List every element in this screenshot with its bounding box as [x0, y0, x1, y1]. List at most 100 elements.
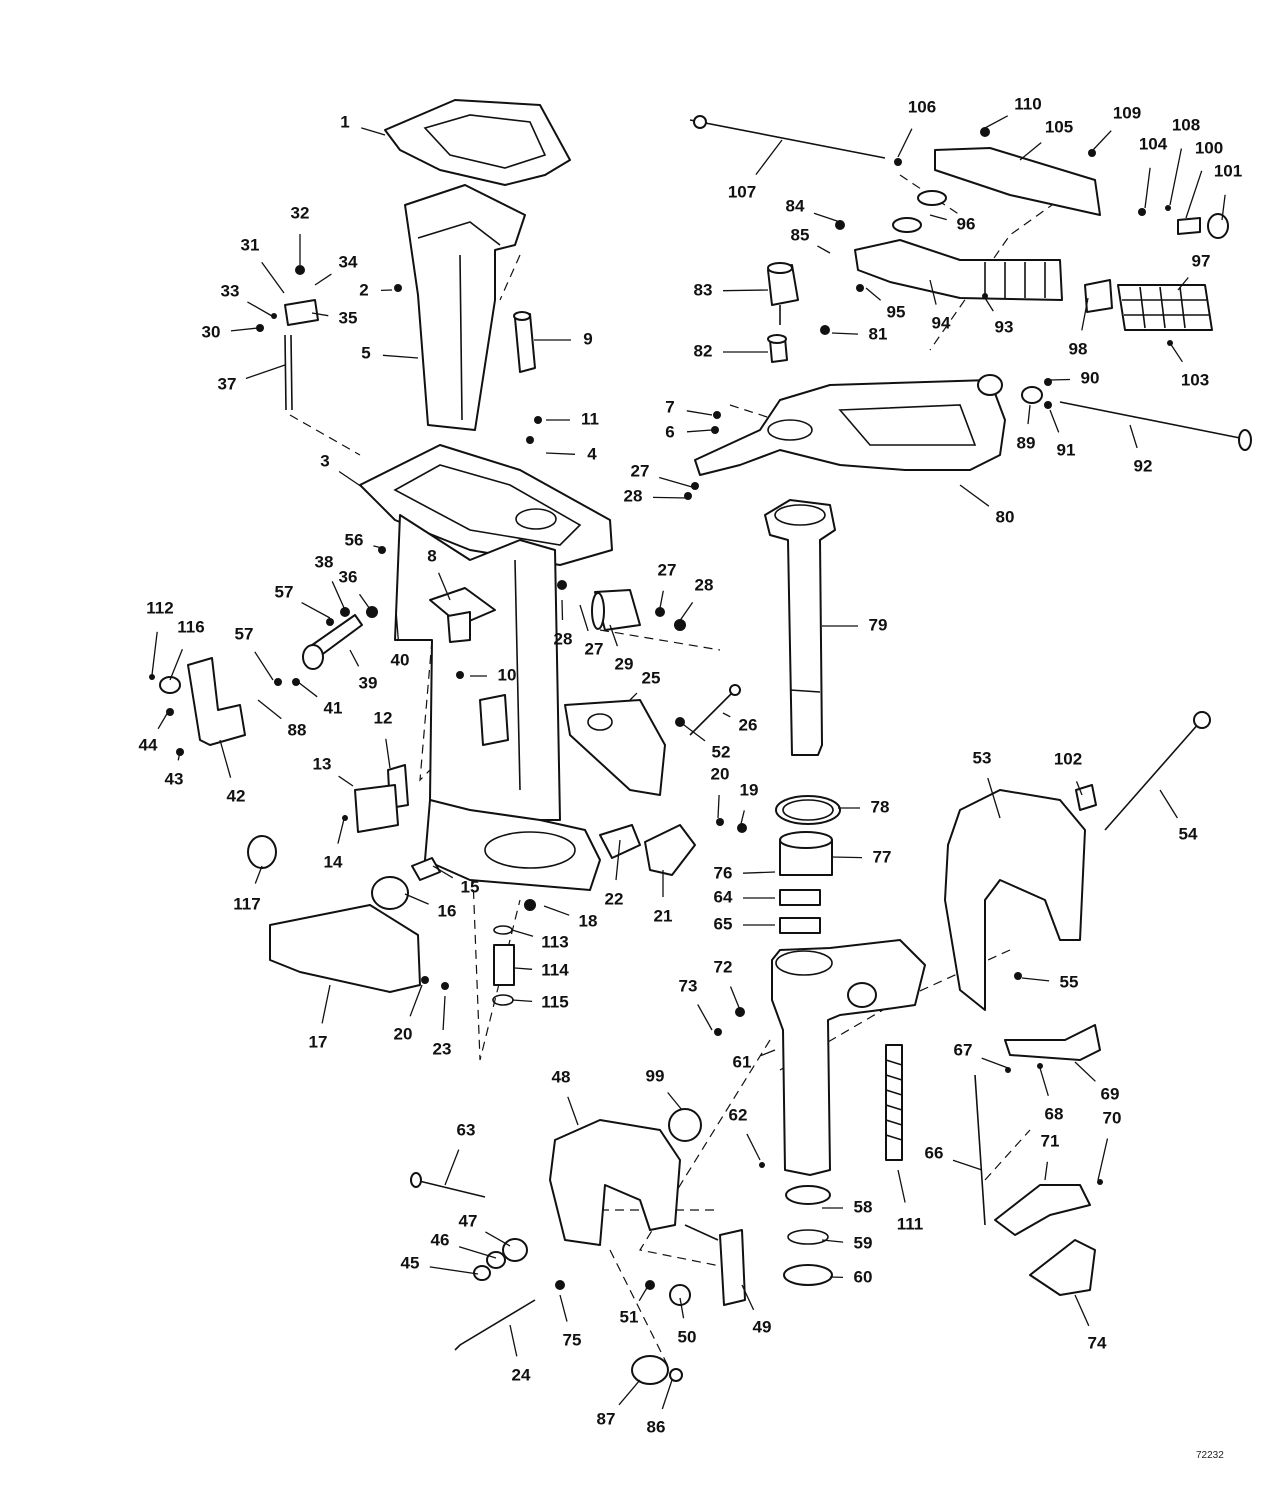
leader-63 — [444, 1149, 460, 1186]
part-50-86-87-hardware — [631, 1284, 691, 1385]
callout-57: 57 — [275, 582, 294, 601]
callout-103: 103 — [1181, 370, 1209, 389]
leader-26 — [722, 712, 731, 718]
leader-57 — [254, 651, 274, 681]
leader-33 — [247, 301, 273, 317]
leader-17 — [321, 984, 331, 1024]
callout-54: 54 — [1179, 824, 1198, 843]
part-116-knob — [159, 676, 181, 694]
leader-28 — [652, 496, 689, 499]
callout-leader-lines — [151, 115, 1226, 1410]
leader-55 — [1021, 977, 1050, 982]
callout-44: 44 — [139, 735, 158, 754]
callout-55: 55 — [1060, 972, 1079, 991]
part-25-bracket — [564, 699, 666, 796]
part-17-plate — [269, 904, 421, 993]
leader-28 — [678, 602, 694, 623]
callout-77: 77 — [873, 847, 892, 866]
leader-102 — [1075, 781, 1083, 796]
part-26-bolt — [689, 684, 741, 736]
part-89-92-friction-rod — [1021, 386, 1252, 451]
leader-22 — [615, 839, 621, 881]
callout-48: 48 — [552, 1067, 571, 1086]
callout-43: 43 — [165, 769, 184, 788]
callout-8: 8 — [427, 546, 436, 565]
callout-102: 102 — [1054, 749, 1082, 768]
callout-107: 107 — [728, 182, 756, 201]
leader-73 — [697, 1004, 713, 1031]
leader-105 — [1019, 142, 1042, 161]
part-71-link — [994, 1184, 1091, 1236]
callout-91: 91 — [1057, 440, 1076, 459]
callout-36: 36 — [339, 567, 358, 586]
callout-99: 99 — [646, 1066, 665, 1085]
leader-50 — [679, 1297, 685, 1319]
leader-39 — [349, 649, 360, 667]
leader-4 — [545, 452, 576, 455]
part-76-78-bushings — [775, 795, 841, 934]
callout-78: 78 — [871, 797, 890, 816]
part-39-shift-shaft — [302, 614, 363, 670]
leader-74 — [1074, 1294, 1090, 1327]
leader-88 — [257, 699, 282, 720]
leader-15 — [432, 865, 454, 879]
leader-48 — [567, 1096, 579, 1126]
callout-7: 7 — [665, 397, 674, 416]
callout-76: 76 — [714, 863, 733, 882]
part-100-101-knob — [1177, 213, 1229, 239]
callout-28: 28 — [695, 575, 714, 594]
callout-49: 49 — [753, 1317, 772, 1336]
part-96-washers — [892, 190, 947, 233]
part-16-cap — [371, 876, 409, 910]
callout-97: 97 — [1192, 251, 1211, 270]
leader-30 — [230, 327, 259, 332]
callout-35: 35 — [339, 308, 358, 327]
leader-23 — [442, 995, 446, 1031]
leader-24 — [509, 1324, 518, 1357]
callout-33: 33 — [221, 281, 240, 300]
leader-77 — [831, 856, 863, 859]
callout-68: 68 — [1045, 1104, 1064, 1123]
leader-83 — [722, 289, 769, 292]
leader-81 — [831, 332, 859, 335]
part-5-exhaust-housing — [404, 184, 526, 431]
callout-22: 22 — [605, 889, 624, 908]
callout-74: 74 — [1088, 1333, 1107, 1352]
callout-47: 47 — [459, 1211, 478, 1230]
leader-108 — [1169, 148, 1183, 206]
callout-17: 17 — [309, 1032, 328, 1051]
leader-86 — [661, 1379, 673, 1410]
leader-16 — [404, 893, 429, 905]
callout-61: 61 — [733, 1052, 752, 1071]
callout-82: 82 — [694, 341, 713, 360]
part-midsection-casting — [394, 514, 601, 891]
part-54-pin — [1104, 711, 1211, 831]
callout-101: 101 — [1214, 161, 1242, 180]
leader-36 — [358, 593, 373, 613]
leader-97 — [1177, 277, 1189, 291]
leader-69 — [1074, 1061, 1096, 1082]
callout-27: 27 — [658, 560, 677, 579]
callout-109: 109 — [1113, 103, 1141, 122]
callout-26: 26 — [739, 715, 758, 734]
callout-9: 9 — [583, 329, 592, 348]
part-45-47-hardware — [473, 1238, 528, 1281]
part-80-steering-bracket — [694, 374, 1006, 476]
leader-27 — [659, 590, 664, 609]
part-74-link — [1029, 1239, 1096, 1296]
leader-110 — [984, 115, 1009, 129]
leader-44 — [157, 711, 169, 730]
callout-98: 98 — [1069, 339, 1088, 358]
leader-101 — [1221, 194, 1226, 221]
callout-105: 105 — [1045, 117, 1073, 136]
leader-7 — [686, 410, 713, 416]
callout-64: 64 — [714, 887, 733, 906]
callout-60: 60 — [854, 1267, 873, 1286]
callout-11: 11 — [581, 409, 599, 428]
callout-67: 67 — [954, 1040, 973, 1059]
callout-10: 10 — [498, 665, 517, 684]
callout-69: 69 — [1101, 1084, 1120, 1103]
leader-41 — [297, 681, 318, 698]
